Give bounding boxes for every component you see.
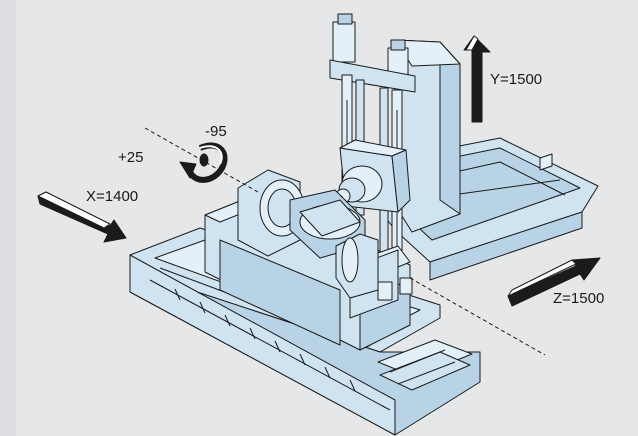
tilt-positive-label: +25 bbox=[118, 149, 144, 166]
x-bed-ribs bbox=[174, 288, 356, 392]
panel-left-strip bbox=[0, 0, 16, 436]
tilt-negative-label: -95 bbox=[205, 123, 227, 140]
y-travel-label: Y=1500 bbox=[490, 71, 543, 88]
z-direction-arrow bbox=[507, 257, 601, 307]
z-axis-line bbox=[409, 277, 546, 356]
y-direction-arrow bbox=[463, 35, 491, 123]
x-travel-label: X=1400 bbox=[86, 188, 139, 205]
z-travel-label: Z=1500 bbox=[553, 290, 605, 307]
trunnion bbox=[237, 169, 379, 299]
spindle-head bbox=[335, 139, 411, 213]
tilt-rotation-arrow bbox=[179, 142, 228, 183]
x-direction-arrow bbox=[37, 191, 127, 243]
